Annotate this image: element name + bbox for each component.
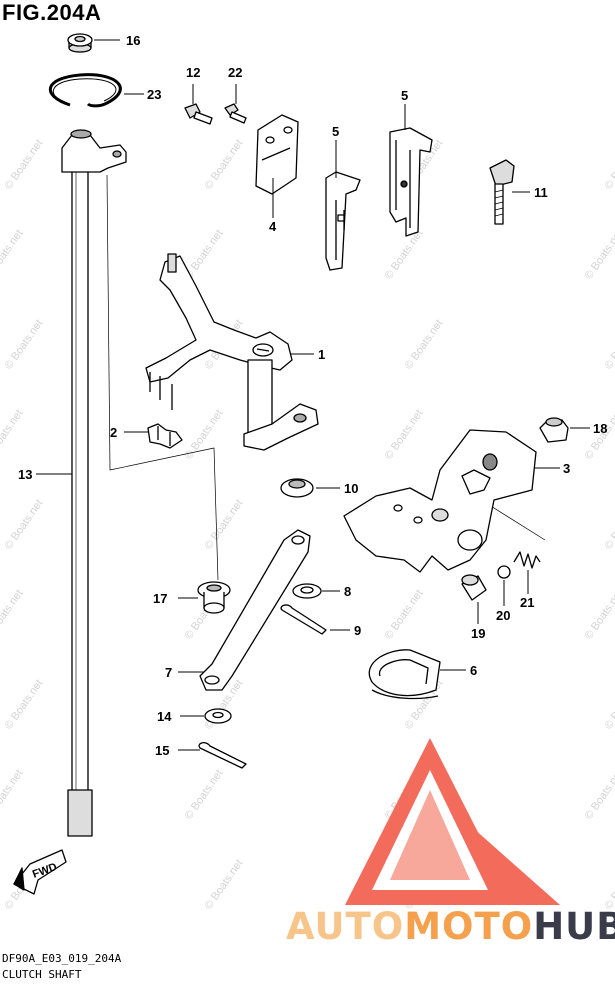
callout-21: 21 xyxy=(520,595,534,610)
watermark-text: © Boats.net xyxy=(203,498,246,552)
callout-16: 16 xyxy=(126,33,140,48)
watermark-text: © Boats.net xyxy=(603,858,615,912)
part-5-guide-b xyxy=(389,127,433,237)
brand-auto: AUTO xyxy=(286,905,405,948)
part-19-sleeve xyxy=(461,574,487,601)
callout-5a: 5 xyxy=(332,124,339,139)
watermark-text: © Boats.net xyxy=(583,768,615,822)
part-17-bushing xyxy=(197,581,231,614)
watermark-text: © Boats.net xyxy=(383,228,426,282)
part-20-ball xyxy=(497,565,511,579)
part-6-boot xyxy=(368,649,441,700)
callout-14: 14 xyxy=(157,709,172,724)
watermark-text: © Boats.net xyxy=(0,228,26,282)
callout-13: 13 xyxy=(18,467,32,482)
part-2-clip xyxy=(147,423,183,449)
watermark-text: © Boats.net xyxy=(0,408,26,462)
watermark-text: © Boats.net xyxy=(203,138,246,192)
part-8-washer xyxy=(292,583,322,599)
part-16-plug xyxy=(67,33,93,53)
watermark-text: © Boats.net xyxy=(603,498,615,552)
watermark-text: © Boats.net xyxy=(583,588,615,642)
part-11-bolt xyxy=(489,159,515,225)
part-5-guide-a xyxy=(325,171,361,271)
brand-moto: MOTO xyxy=(404,905,534,948)
watermark-text: © Boats.net xyxy=(0,588,26,642)
part-18-plug xyxy=(539,417,569,443)
callout-12: 12 xyxy=(186,65,200,80)
watermark-text: © Boats.net xyxy=(3,498,46,552)
footer-title: CLUTCH SHAFT xyxy=(2,968,82,981)
callout-22: 22 xyxy=(228,65,242,80)
part-21-spring xyxy=(513,551,541,569)
part-13-clutch-shaft xyxy=(61,129,127,837)
callout-11: 11 xyxy=(534,185,548,200)
watermark-text: © Boats.net xyxy=(3,678,46,732)
watermark-text: © Boats.net xyxy=(183,768,226,822)
watermark-text: © Boats.net xyxy=(603,318,615,372)
callout-leaders xyxy=(36,39,590,751)
part-15-cotter-pin xyxy=(198,742,247,769)
footer-code: DF90A_E03_019_204A xyxy=(2,952,122,965)
callout-18: 18 xyxy=(593,421,607,436)
callout-10: 10 xyxy=(344,481,358,496)
part-9-cotter-pin xyxy=(280,604,327,635)
part-10-grommet xyxy=(280,478,314,498)
watermark-text: © Boats.net xyxy=(3,138,46,192)
callout-17: 17 xyxy=(153,591,167,606)
part-4-plate xyxy=(255,114,299,195)
brand-logo-icon xyxy=(345,738,560,905)
callout-4: 4 xyxy=(269,219,277,234)
watermark-text: © Boats.net xyxy=(603,138,615,192)
callout-15: 15 xyxy=(155,743,169,758)
figure-title: FIG.204A xyxy=(2,0,102,25)
watermark-text: © Boats.net xyxy=(403,318,446,372)
callout-9: 9 xyxy=(354,623,361,638)
watermark-text: © Boats.net xyxy=(383,408,426,462)
part-1-clutch-lever xyxy=(145,253,319,451)
part-14-washer xyxy=(204,708,232,724)
fwd-arrow-icon xyxy=(13,849,67,895)
callout-20: 20 xyxy=(496,608,510,623)
part-23-snap-ring xyxy=(48,73,122,108)
watermark-text: © Boats.net xyxy=(3,318,46,372)
callout-3: 3 xyxy=(563,461,570,476)
part-12-screw xyxy=(184,103,213,125)
callout-8: 8 xyxy=(344,584,351,599)
watermark-text: © Boats.net xyxy=(383,588,426,642)
part-3-shift-housing xyxy=(343,429,537,573)
callout-19: 19 xyxy=(471,626,485,641)
callout-6: 6 xyxy=(470,663,477,678)
brand-hub: HUB xyxy=(533,905,615,948)
brand-wordmark: AUTOMOTOHUB xyxy=(286,905,615,948)
part-22-screw xyxy=(224,103,247,124)
callout-23: 23 xyxy=(147,87,161,102)
callout-5b: 5 xyxy=(401,88,408,103)
callout-2: 2 xyxy=(110,425,117,440)
watermark-text: © Boats.net xyxy=(203,858,246,912)
watermark-text: © Boats.net xyxy=(583,228,615,282)
callout-7: 7 xyxy=(165,665,172,680)
part-7-link-rod xyxy=(199,529,311,691)
callout-1: 1 xyxy=(318,347,325,362)
watermark-text: © Boats.net xyxy=(603,678,615,732)
watermark-text: © Boats.net xyxy=(0,768,26,822)
